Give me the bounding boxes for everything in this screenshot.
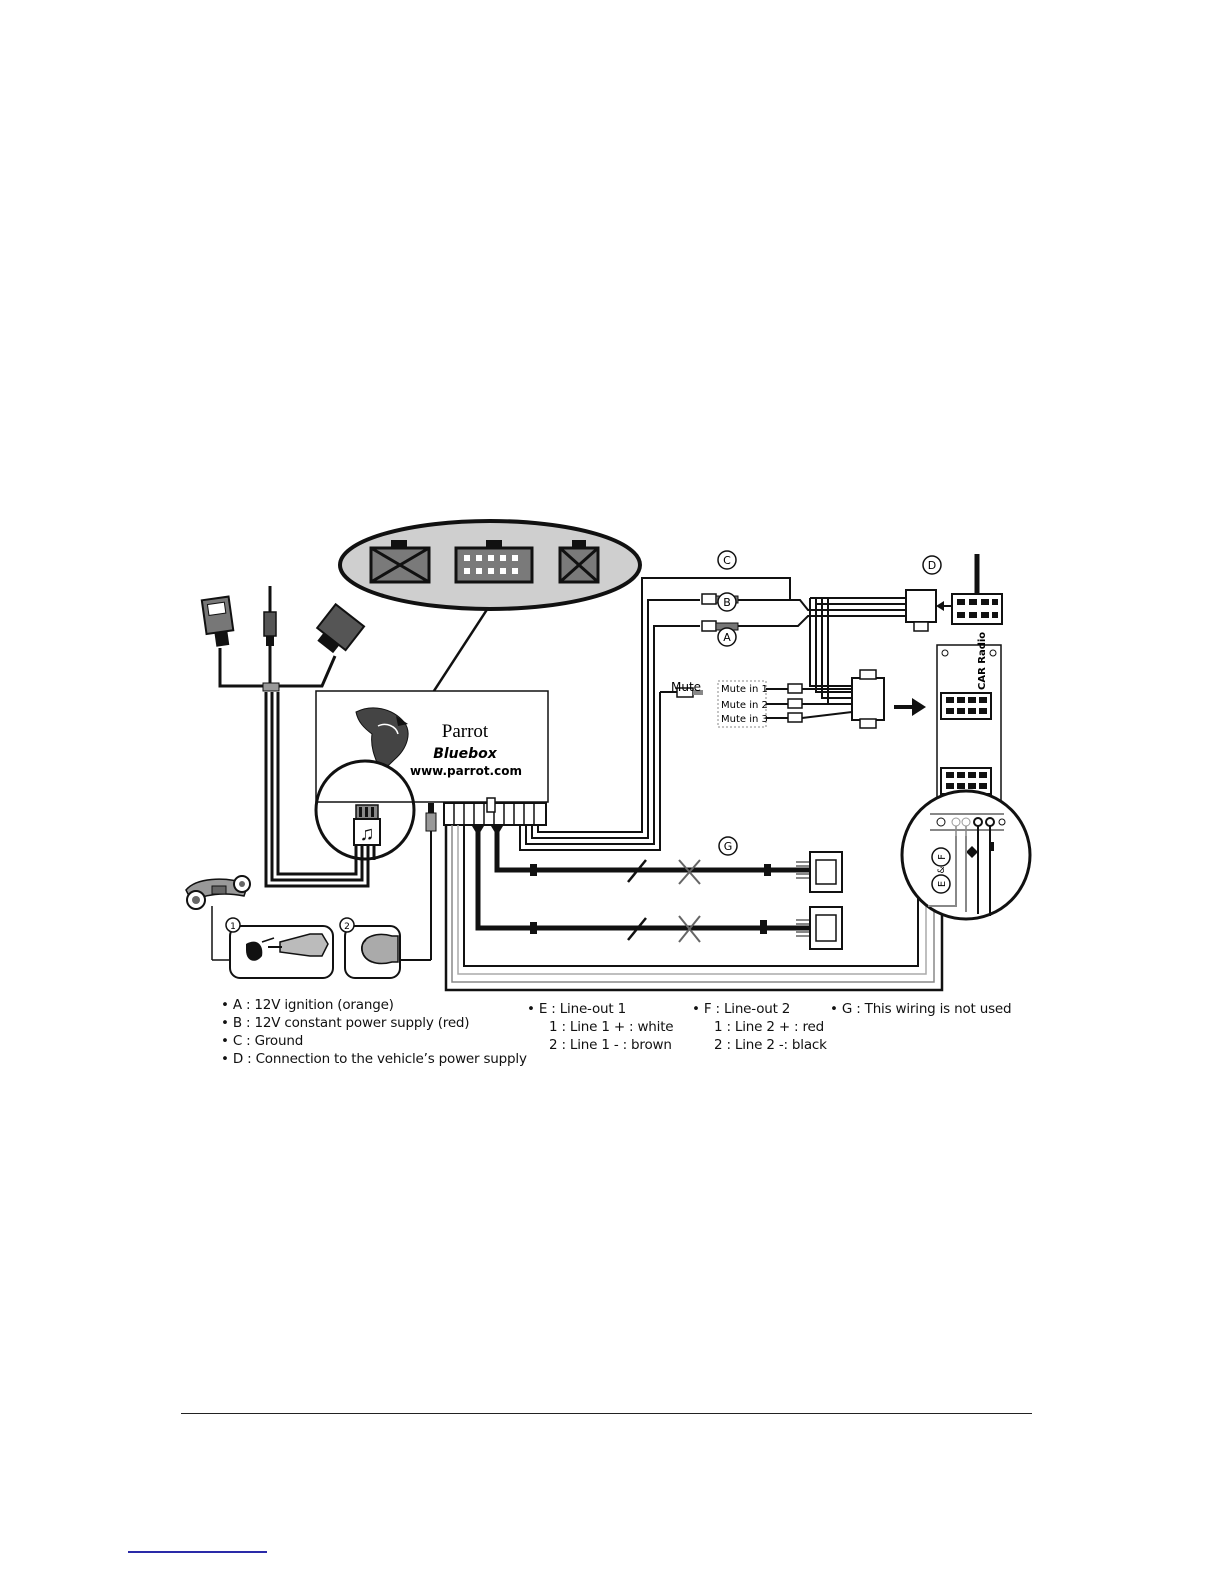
car-radio-label: CAR Radio bbox=[977, 632, 988, 690]
footer-link-underline[interactable] bbox=[128, 1551, 267, 1553]
svg-text:2: 2 bbox=[344, 922, 350, 932]
mute-in-2-label: Mute in 2 bbox=[721, 700, 768, 711]
music-note-icon: ♫ bbox=[360, 823, 375, 845]
mute-in-3-label: Mute in 3 bbox=[721, 714, 768, 725]
svg-text:C: C bbox=[723, 554, 731, 567]
legend-e-title: • E : Line-out 1 bbox=[527, 1001, 626, 1017]
legend-col-2: • E : Line-out 1 1 : Line 1 + : white 2 … bbox=[527, 1000, 674, 1054]
mute-connector bbox=[676, 687, 703, 698]
product-name: Bluebox bbox=[433, 746, 498, 762]
legend-col-3: • F : Line-out 2 1 : Line 2 + : red 2 : … bbox=[692, 1000, 827, 1054]
callout-a: A bbox=[717, 627, 737, 647]
svg-text:G: G bbox=[724, 840, 733, 853]
legend-e-1: 1 : Line 1 + : white bbox=[549, 1019, 674, 1035]
svg-text:D: D bbox=[928, 559, 936, 572]
rca-outputs-magnifier: F & E bbox=[900, 789, 1032, 921]
vehicle-power-connector bbox=[905, 554, 1003, 632]
footer-rule bbox=[181, 1413, 1032, 1414]
crossed-connector-right bbox=[558, 540, 600, 584]
svg-text:E: E bbox=[937, 881, 948, 887]
legend-f-1: 1 : Line 2 + : red bbox=[714, 1019, 824, 1035]
center-connector bbox=[454, 540, 534, 584]
audio-jack bbox=[398, 803, 437, 961]
callout-d: D bbox=[922, 555, 942, 575]
cross-out-icon bbox=[678, 859, 701, 943]
mute-in-labels: Mute in 1 Mute in 2 Mute in 3 bbox=[717, 680, 768, 728]
legend-d: • D : Connection to the vehicle’s power … bbox=[221, 1051, 527, 1067]
svg-text:&: & bbox=[937, 866, 947, 873]
svg-text:1: 1 bbox=[230, 922, 236, 932]
brand-name: Parrot bbox=[442, 721, 489, 742]
legend-col-4: • G : This wiring is not used bbox=[830, 1000, 1012, 1018]
legend-a: • A : 12V ignition (orange) bbox=[221, 997, 394, 1013]
callout-g: G bbox=[718, 836, 738, 856]
ef-markers: F & E bbox=[931, 847, 951, 894]
music-jack-magnifier: ♫ bbox=[314, 759, 416, 861]
mute-label: Mute bbox=[671, 680, 701, 694]
crossed-connector-left bbox=[369, 540, 431, 584]
legend-col-1: • A : 12V ignition (orange) • B : 12V co… bbox=[221, 996, 527, 1068]
svg-text:B: B bbox=[723, 596, 731, 609]
connector-inset-oval bbox=[338, 519, 642, 611]
callout-c: C bbox=[717, 550, 737, 570]
arrow-right-icon bbox=[894, 698, 926, 716]
install-step-2: 2 bbox=[339, 917, 401, 979]
svg-text:F: F bbox=[937, 854, 948, 860]
radio-side-connector bbox=[851, 669, 885, 729]
steering-wheel-control-icon bbox=[185, 875, 251, 961]
brand-url: www.parrot.com bbox=[410, 764, 522, 778]
mute-in-1-label: Mute in 1 bbox=[721, 684, 768, 695]
legend-b: • B : 12V constant power supply (red) bbox=[221, 1015, 470, 1031]
main-harness-connector bbox=[443, 797, 547, 826]
legend-g-title: • G : This wiring is not used bbox=[830, 1001, 1012, 1017]
callout-b: B bbox=[717, 592, 737, 612]
g-connectors bbox=[809, 851, 843, 950]
legend-f-2: 2 : Line 2 -: black bbox=[714, 1037, 827, 1053]
legend-e-2: 2 : Line 1 - : brown bbox=[549, 1037, 672, 1053]
legend-f-title: • F : Line-out 2 bbox=[692, 1001, 791, 1017]
svg-text:A: A bbox=[723, 631, 731, 644]
input-connectors bbox=[200, 586, 370, 888]
install-step-1: 1 bbox=[225, 917, 334, 979]
legend-c: • C : Ground bbox=[221, 1033, 304, 1049]
